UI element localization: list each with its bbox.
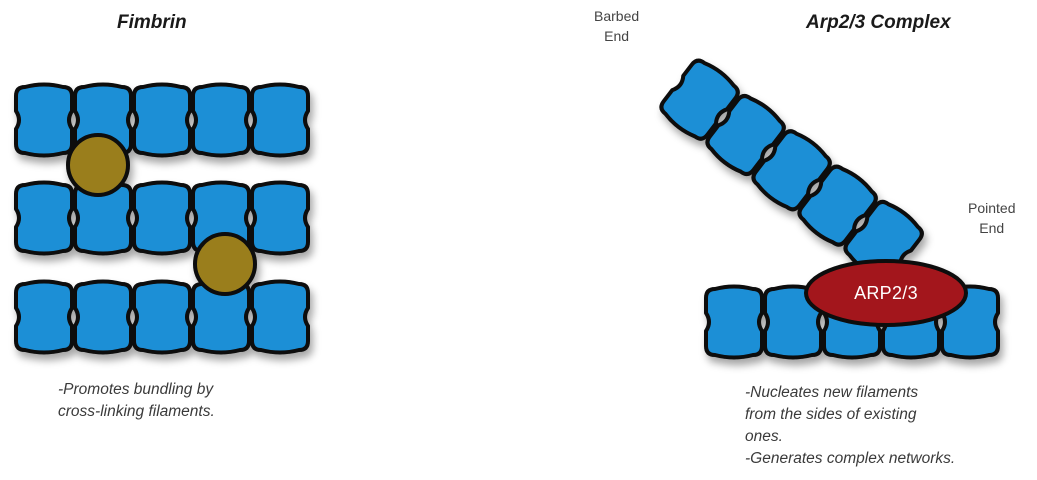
arp-complex-title: Arp2/3 Complex — [806, 12, 951, 34]
fimbrin-protein-top — [68, 135, 128, 195]
fimbrin-actin-subunit-row3-1 — [16, 282, 72, 353]
fimbrin-actin-subunit-row2-3 — [134, 183, 190, 254]
arp-complex-caption: -Nucleates new filaments from the sides … — [745, 382, 955, 470]
fimbrin-actin-subunit-row3-5 — [252, 282, 308, 353]
arp-complex-diagram — [657, 56, 998, 358]
barbed-end-label: Barbed End — [594, 6, 639, 46]
branch-filament — [657, 56, 927, 285]
barbed-end-label-line-2: End — [594, 26, 639, 46]
arp-caption-line-1: -Nucleates new filaments — [745, 382, 955, 404]
barbed-end-label-line-1: Barbed — [594, 6, 639, 26]
fimbrin-actin-subunit-row1-5 — [252, 85, 308, 156]
arp-caption-line-3: ones. — [745, 426, 955, 448]
fimbrin-caption-line-2: cross-linking filaments. — [58, 401, 215, 423]
pointed-end-label-line-1: Pointed — [968, 198, 1015, 218]
pointed-end-label: Pointed End — [968, 198, 1015, 238]
fimbrin-actin-subunit-row1-1 — [16, 85, 72, 156]
fimbrin-actin-subunit-row3-2 — [75, 282, 131, 353]
pointed-end-label-line-2: End — [968, 218, 1015, 238]
fimbrin-caption: -Promotes bundling by cross-linking fila… — [58, 379, 215, 423]
fimbrin-actin-subunit-row3-3 — [134, 282, 190, 353]
arp-caption-line-2: from the sides of existing — [745, 404, 955, 426]
fimbrin-actin-subunit-row2-1 — [16, 183, 72, 254]
arp-caption-line-4: -Generates complex networks. — [745, 448, 955, 470]
fimbrin-actin-subunit-row1-3 — [134, 85, 190, 156]
fimbrin-diagram — [16, 85, 308, 353]
fimbrin-protein-bottom — [195, 234, 255, 294]
mother-actin-subunit-1 — [706, 287, 762, 358]
fimbrin-caption-line-1: -Promotes bundling by — [58, 379, 215, 401]
fimbrin-title: Fimbrin — [117, 12, 187, 34]
fimbrin-actin-subunit-row2-5 — [252, 183, 308, 254]
arp23-complex-label: ARP2/3 — [812, 276, 960, 310]
fimbrin-actin-subunit-row1-4 — [193, 85, 249, 156]
